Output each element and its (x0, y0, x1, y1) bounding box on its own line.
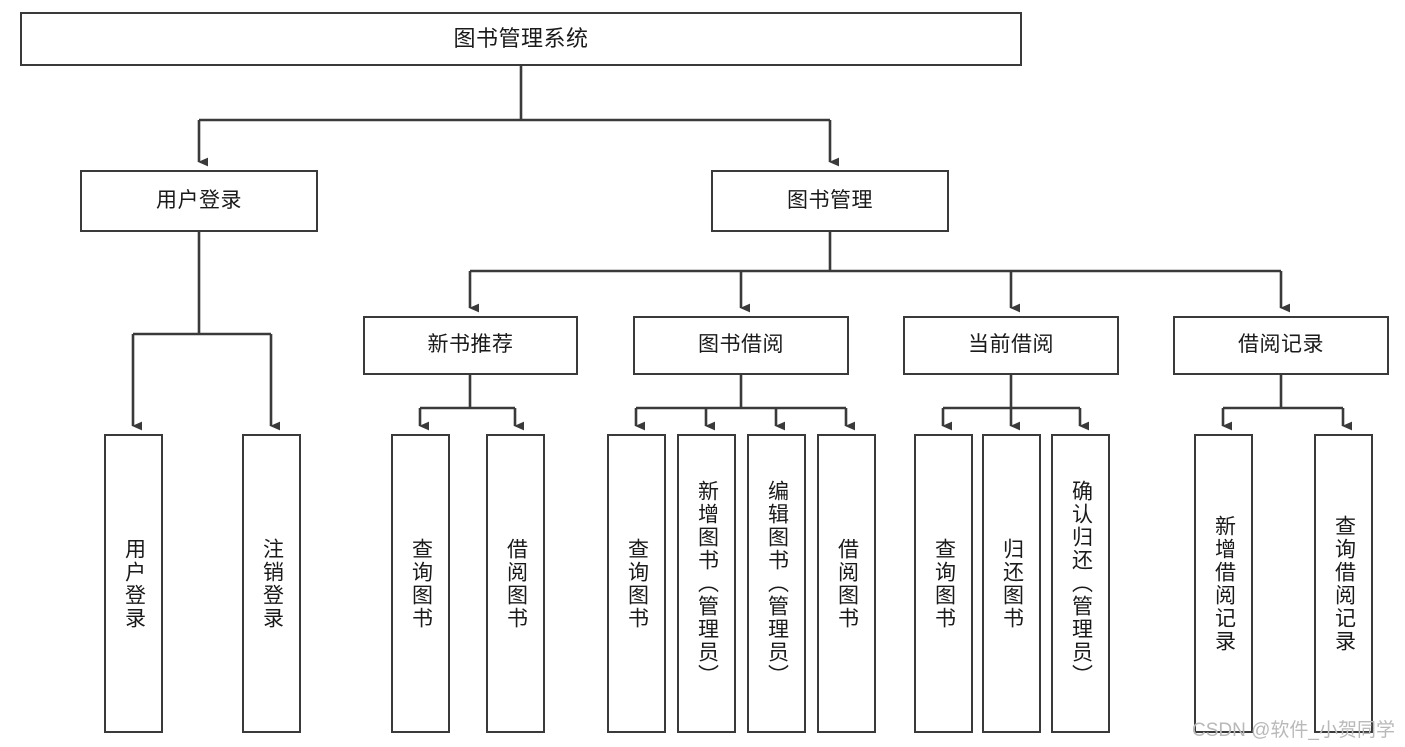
node-label: 借阅图书 (504, 537, 528, 630)
node-current-borrow[interactable]: 当前借阅 (903, 316, 1119, 375)
node-new-book-recommend[interactable]: 新书推荐 (363, 316, 578, 375)
node-label: 确认归还（管理员） (1069, 480, 1093, 687)
leaf-borrow-edit-book-admin[interactable]: 编辑图书（管理员） (747, 434, 806, 733)
node-label: 查询图书 (932, 537, 956, 630)
node-label: 归还图书 (1000, 537, 1024, 630)
leaf-borrow-borrow-book[interactable]: 借阅图书 (817, 434, 876, 733)
node-label: 注销登录 (260, 537, 284, 630)
node-user-login[interactable]: 用户登录 (80, 170, 318, 232)
node-label: 借阅记录 (1238, 333, 1324, 357)
node-book-management[interactable]: 图书管理 (711, 170, 949, 232)
node-root-system[interactable]: 图书管理系统 (20, 12, 1022, 66)
leaf-borrow-add-book-admin[interactable]: 新增图书（管理员） (677, 434, 736, 733)
node-borrow-record[interactable]: 借阅记录 (1173, 316, 1389, 375)
node-label: 编辑图书（管理员） (765, 480, 789, 687)
leaf-current-query-book[interactable]: 查询图书 (914, 434, 973, 733)
csdn-watermark: CSDN @软件_小贺同学 (1192, 720, 1395, 741)
leaf-user-login-logout[interactable]: 注销登录 (242, 434, 301, 733)
node-label: 用户登录 (156, 188, 242, 212)
node-label: 查询借阅记录 (1332, 514, 1356, 653)
leaf-new-book-borrow[interactable]: 借阅图书 (486, 434, 545, 733)
leaf-record-add-record[interactable]: 新增借阅记录 (1194, 434, 1253, 733)
leaf-user-login-login[interactable]: 用户登录 (104, 434, 163, 733)
leaf-new-book-query[interactable]: 查询图书 (391, 434, 450, 733)
node-label: 图书管理系统 (453, 26, 589, 52)
node-label: 借阅图书 (835, 537, 859, 630)
node-label: 图书管理 (787, 188, 873, 212)
node-label: 新增图书（管理员） (695, 480, 719, 687)
node-label: 当前借阅 (968, 333, 1054, 357)
node-label: 查询图书 (625, 537, 649, 630)
node-label: 新增借阅记录 (1212, 514, 1236, 653)
leaf-borrow-query-book[interactable]: 查询图书 (607, 434, 666, 733)
node-label: 新书推荐 (427, 333, 514, 357)
node-label: 查询图书 (409, 537, 433, 630)
leaf-current-return-book[interactable]: 归还图书 (982, 434, 1041, 733)
node-label: 用户登录 (122, 537, 146, 630)
node-label: 图书借阅 (698, 333, 784, 357)
leaf-record-query-record[interactable]: 查询借阅记录 (1314, 434, 1373, 733)
node-book-borrow[interactable]: 图书借阅 (633, 316, 849, 375)
leaf-current-confirm-return-admin[interactable]: 确认归还（管理员） (1051, 434, 1110, 733)
